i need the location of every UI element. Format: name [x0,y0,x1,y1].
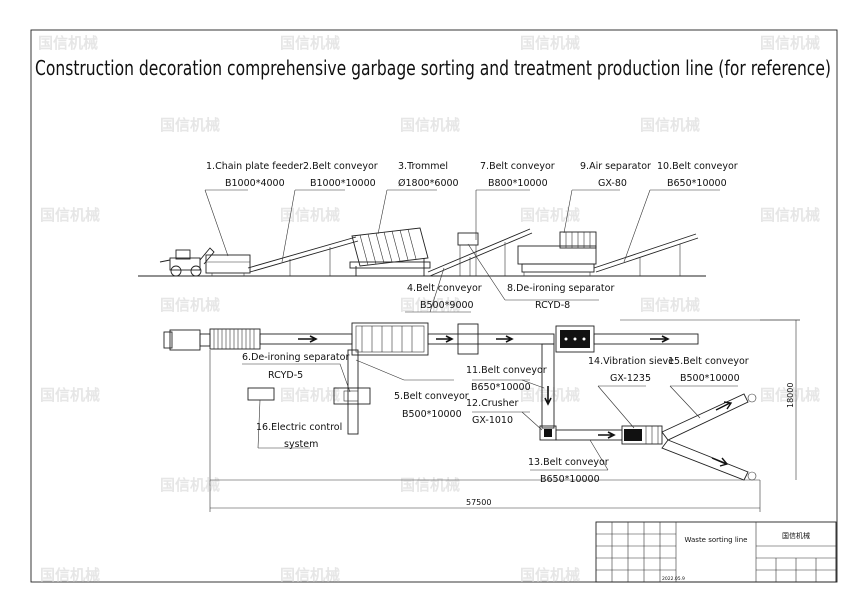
de-ironing-separator-8-plan [457,323,479,355]
spec-trommel: Ø1800*6000 [398,178,459,189]
wheel-loader [159,247,215,277]
label-vibration-sieve: 14.Vibration sieve [588,356,674,367]
label-belt-conveyor-5: 5.Belt conveyor [394,391,469,402]
trommel-plan [351,322,429,356]
plan-view: 57500 18000 6.De-ironing separator RCYD-… [163,319,800,512]
label-belt-conveyor-7: 7.Belt conveyor [480,161,555,172]
watermark-layer: 国信机械 国信机械 国信机械 国信机械 国信机械 国信机械 国信机械 国信机械 … [38,34,820,584]
watermark-text: 国信机械 [520,34,580,52]
title-block-drawing-name: Waste sorting line [685,536,748,544]
label-belt-conveyor-15: 15.Belt conveyor [668,356,749,367]
watermark-text: 国信机械 [280,566,340,584]
spec-belt-conveyor-11: B650*10000 [471,382,531,393]
watermark-text: 国信机械 [760,386,820,404]
de-ironing-separator-6-plan [333,387,371,405]
feeder-plan [209,328,261,350]
spec-de-ironing-separator-6: RCYD-5 [268,370,303,381]
label-de-ironing-separator-8: 8.De-ironing separator [507,283,614,294]
plan-leaders [242,359,738,471]
watermark-text: 国信机械 [760,206,820,224]
vibration-sieve-plan [621,425,663,445]
spec-belt-conveyor-10: B650*10000 [667,178,727,189]
spec-vibration-sieve: GX-1235 [610,373,651,384]
title-block: Waste sorting line 国信机械 2022.05.9 [595,521,837,583]
watermark-text: 国信机械 [160,296,220,314]
label-air-separator: 9.Air separator [580,161,651,172]
belt-conveyor-11-plan [541,343,555,429]
chain-plate-feeder [205,254,251,276]
flow-arrow [544,386,552,406]
flow-arrow [436,335,454,343]
label-electric-control: 16.Electric control [256,422,342,433]
flow-arrow [598,431,616,439]
drawing-title: Construction decoration comprehensive ga… [35,56,831,80]
flow-arrow [496,335,514,343]
belt-conveyor-7-plan [427,333,555,345]
watermark-text: 国信机械 [400,296,460,314]
watermark-text: 国信机械 [160,116,220,134]
title-block-date: 2022.05.9 [662,576,685,582]
watermark-text: 国信机械 [280,386,340,404]
flow-arrow [715,401,733,411]
watermark-text: 国信机械 [520,386,580,404]
label-belt-conveyor-10: 10.Belt conveyor [657,161,738,172]
belt-conveyor-10-plan [593,333,699,345]
belt-conveyor-2 [247,236,359,276]
belt-conveyor-10 [593,233,699,276]
outer-frame [30,29,838,583]
belt-conveyor-15-plan [661,393,757,481]
label-chain-plate-feeder: 1.Chain plate feeder [206,161,303,172]
spec-de-ironing-separator-8: RCYD-8 [535,300,570,311]
electric-control-box [247,387,275,401]
belt-conveyor-13-plan [555,429,623,441]
belt-conveyor-4-plan [347,349,359,435]
watermark-text: 国信机械 [40,566,100,584]
dimension-height: 18000 [786,383,795,408]
elevation-view: 1.Chain plate feeder B1000*4000 2.Belt c… [138,161,738,313]
label-trommel: 3.Trommel [398,161,448,172]
watermark-text: 国信机械 [160,476,220,494]
watermark-text: 国信机械 [280,206,340,224]
label-de-ironing-separator-6: 6.De-ironing separator [242,352,349,363]
spec-air-separator: GX-80 [598,178,627,189]
de-ironing-separator-8 [457,232,479,276]
spec-belt-conveyor-7: B800*10000 [488,178,548,189]
spec-chain-plate-feeder: B1000*4000 [225,178,285,189]
label-belt-conveyor-4: 4.Belt conveyor [407,283,482,294]
spec-belt-conveyor-13: B650*10000 [540,474,600,485]
label-belt-conveyor-2: 2.Belt conveyor [303,161,378,172]
spec-crusher: GX-1010 [472,415,513,426]
flow-arrow [650,335,670,343]
spec-belt-conveyor-15: B500*10000 [680,373,740,384]
flow-arrow [298,335,318,343]
elevation-leaders [204,189,720,313]
watermark-text: 国信机械 [520,566,580,584]
watermark-text: 国信机械 [400,116,460,134]
watermark-text: 国信机械 [640,296,700,314]
spec-belt-conveyor-2: B1000*10000 [310,178,376,189]
dimension-width: 57500 [466,498,491,507]
title-block-company: 国信机械 [782,531,810,540]
label-belt-conveyor-13: 13.Belt conveyor [528,457,609,468]
spec-electric-control: system [284,439,318,450]
watermark-text: 国信机械 [640,116,700,134]
label-belt-conveyor-11: 11.Belt conveyor [466,365,547,376]
watermark-text: 国信机械 [760,34,820,52]
watermark-text: 国信机械 [400,476,460,494]
label-crusher: 12.Crusher [466,398,518,409]
watermark-text: 国信机械 [40,386,100,404]
watermark-text: 国信机械 [280,34,340,52]
flow-arrow [711,457,729,467]
spec-belt-conveyor-4: B500*9000 [420,300,474,311]
watermark-text: 国信机械 [520,206,580,224]
watermark-text: 国信机械 [38,34,98,52]
belt-conveyor-7 [427,228,533,277]
loader-plan [163,329,211,351]
spec-belt-conveyor-5: B500*10000 [402,409,462,420]
watermark-text: 国信机械 [40,206,100,224]
trommel [349,227,431,276]
air-separator [517,231,597,276]
